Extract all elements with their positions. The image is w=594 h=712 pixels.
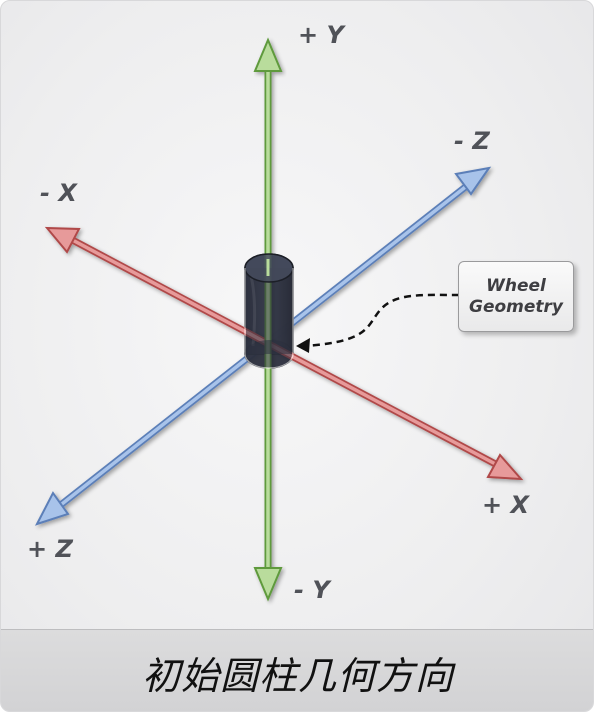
label-minus-y: - Y	[294, 576, 332, 604]
label-minus-x: - X	[40, 179, 78, 207]
cylinder-front-overlay	[244, 253, 294, 369]
callout-line-1: Wheel	[486, 275, 546, 296]
callout-line-2: Geometry	[469, 296, 563, 317]
caption-text: 初始圆柱几何方向	[141, 653, 454, 698]
wheel-geometry-callout: Wheel Geometry	[458, 261, 574, 332]
caption-bar: 初始圆柱几何方向	[1, 629, 593, 711]
label-minus-z: - Z	[454, 127, 490, 155]
label-plus-x: + X	[482, 491, 530, 519]
label-plus-y: + Y	[298, 21, 346, 49]
callout-arrow	[296, 293, 460, 353]
label-plus-z: + Z	[27, 535, 73, 563]
axes-diagram: + Y - Y + X - X + Z - Z	[27, 21, 530, 604]
